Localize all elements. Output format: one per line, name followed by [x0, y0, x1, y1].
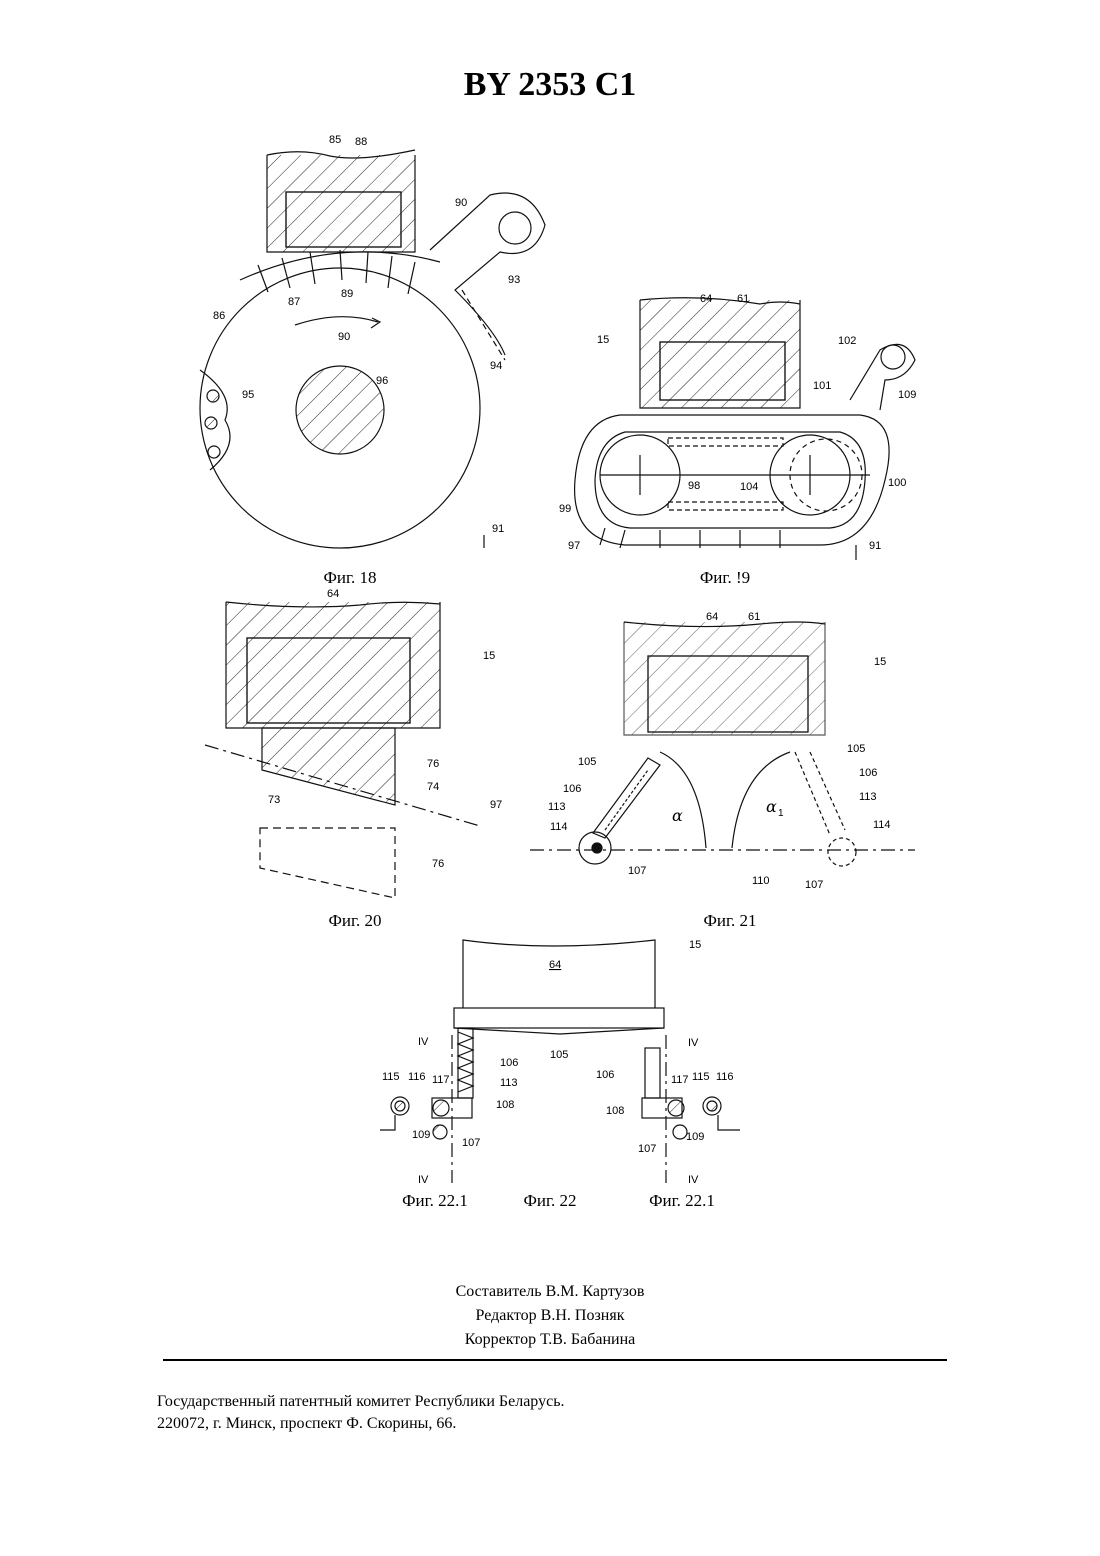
ref-numeral: 101: [813, 380, 831, 392]
ref-numeral: 64: [706, 611, 718, 623]
ref-numeral: 61: [748, 611, 760, 623]
ref-numeral: 113: [500, 1077, 518, 1089]
ref-numeral: 116: [716, 1071, 734, 1083]
ref-numeral: 106: [596, 1069, 614, 1081]
ref-numeral: 116: [408, 1071, 426, 1083]
caption-fig-22-1-right: Фиг. 22.1: [649, 1191, 715, 1210]
ref-numeral: 110: [752, 875, 770, 887]
ref-numeral: 88: [355, 136, 367, 148]
ref-numeral: 90: [455, 197, 467, 209]
ref-numeral: 94: [490, 360, 502, 372]
ref-numeral: IV: [688, 1174, 699, 1186]
ref-numeral: 107: [462, 1137, 480, 1149]
ref-numeral: 96: [376, 375, 388, 387]
caption-fig-22-1-left: Фиг. 22.1: [402, 1191, 468, 1210]
ref-numeral: 61: [737, 293, 749, 305]
ref-numeral: 15: [483, 650, 495, 662]
ref-numeral: 109: [412, 1129, 430, 1141]
ref-numeral: IV: [418, 1036, 429, 1048]
ref-numeral: 107: [805, 879, 823, 891]
ref-numeral: 107: [628, 865, 646, 877]
figure-22: [380, 940, 740, 1183]
ref-numeral: 87: [288, 296, 300, 308]
ref-numeral: 99: [559, 503, 571, 515]
ref-numeral: 117: [432, 1074, 450, 1086]
compiler-line: Составитель В.М. Картузов: [0, 1280, 1100, 1304]
ref-numeral: 113: [859, 791, 877, 803]
ref-numeral: 90: [338, 331, 350, 343]
ref-numeral: 113: [548, 801, 566, 813]
ref-numeral: 64: [700, 293, 712, 305]
ref-numeral: 89: [341, 288, 353, 300]
ref-numeral: 102: [838, 335, 856, 347]
ref-numeral: 85: [329, 134, 341, 146]
proofreader-line: Корректор Т.В. Бабанина: [0, 1328, 1100, 1352]
angle-alpha1-subscript: 1: [778, 808, 784, 819]
ref-numeral: 105: [578, 756, 596, 768]
ref-numeral: 117: [671, 1074, 689, 1086]
ref-numeral: 76: [427, 758, 439, 770]
ref-numeral: 108: [496, 1099, 514, 1111]
angle-alpha-label: α: [672, 806, 683, 825]
ref-numeral: 115: [692, 1071, 710, 1083]
office-block: Государственный патентный комитет Респуб…: [157, 1391, 565, 1435]
fig-22-labels: 64 15 IV IV IV IV 105 106 113 106 115 11…: [382, 939, 734, 1186]
ref-numeral: 91: [869, 540, 881, 552]
ref-numeral: 64: [549, 959, 561, 971]
ref-numeral: 64: [327, 588, 339, 600]
editor-line: Редактор В.Н. Позняк: [0, 1304, 1100, 1328]
ref-numeral: 15: [874, 656, 886, 668]
ref-numeral: 115: [382, 1071, 400, 1083]
ref-numeral: 97: [568, 540, 580, 552]
caption-fig-21: Фиг. 21: [703, 911, 756, 930]
figure-19: [575, 298, 915, 560]
office-name: Государственный патентный комитет Респуб…: [157, 1391, 565, 1413]
caption-fig-22: Фиг. 22: [523, 1191, 576, 1210]
figure-20: [205, 602, 480, 898]
ref-numeral: 97: [490, 799, 502, 811]
ref-numeral: 15: [689, 939, 701, 951]
ref-numeral: 91: [492, 523, 504, 535]
ref-numeral: 106: [500, 1057, 518, 1069]
ref-numeral: 105: [847, 743, 865, 755]
ref-numeral: 74: [427, 781, 439, 793]
ref-numeral: 108: [606, 1105, 624, 1117]
angle-alpha1-label: α: [766, 797, 777, 816]
ref-numeral: 114: [873, 819, 891, 831]
ref-numeral: 106: [563, 783, 581, 795]
figure-18: [200, 150, 545, 548]
ref-numeral: 15: [597, 334, 609, 346]
ref-numeral: 86: [213, 310, 225, 322]
caption-fig-20: Фиг. 20: [328, 911, 381, 930]
office-address: 220072, г. Минск, проспект Ф. Скорины, 6…: [157, 1413, 565, 1435]
ref-numeral: 109: [686, 1131, 704, 1143]
ref-numeral: 93: [508, 274, 520, 286]
ref-numeral: IV: [688, 1037, 699, 1049]
ref-numeral: 104: [740, 481, 758, 493]
ref-numeral: IV: [418, 1174, 429, 1186]
divider: [163, 1359, 947, 1361]
caption-fig-19: Фиг. !9: [700, 568, 750, 587]
ref-numeral: 98: [688, 480, 700, 492]
caption-fig-18: Фиг. 18: [323, 568, 376, 587]
ref-numeral: 76: [432, 858, 444, 870]
credits-block: Составитель В.М. Картузов Редактор В.Н. …: [0, 1280, 1100, 1352]
ref-numeral: 109: [898, 389, 916, 401]
ref-numeral: 114: [550, 821, 568, 833]
ref-numeral: 105: [550, 1049, 568, 1061]
ref-numeral: 107: [638, 1143, 656, 1155]
ref-numeral: 106: [859, 767, 877, 779]
ref-numeral: 100: [888, 477, 906, 489]
ref-numeral: 95: [242, 389, 254, 401]
ref-numeral: 73: [268, 794, 280, 806]
